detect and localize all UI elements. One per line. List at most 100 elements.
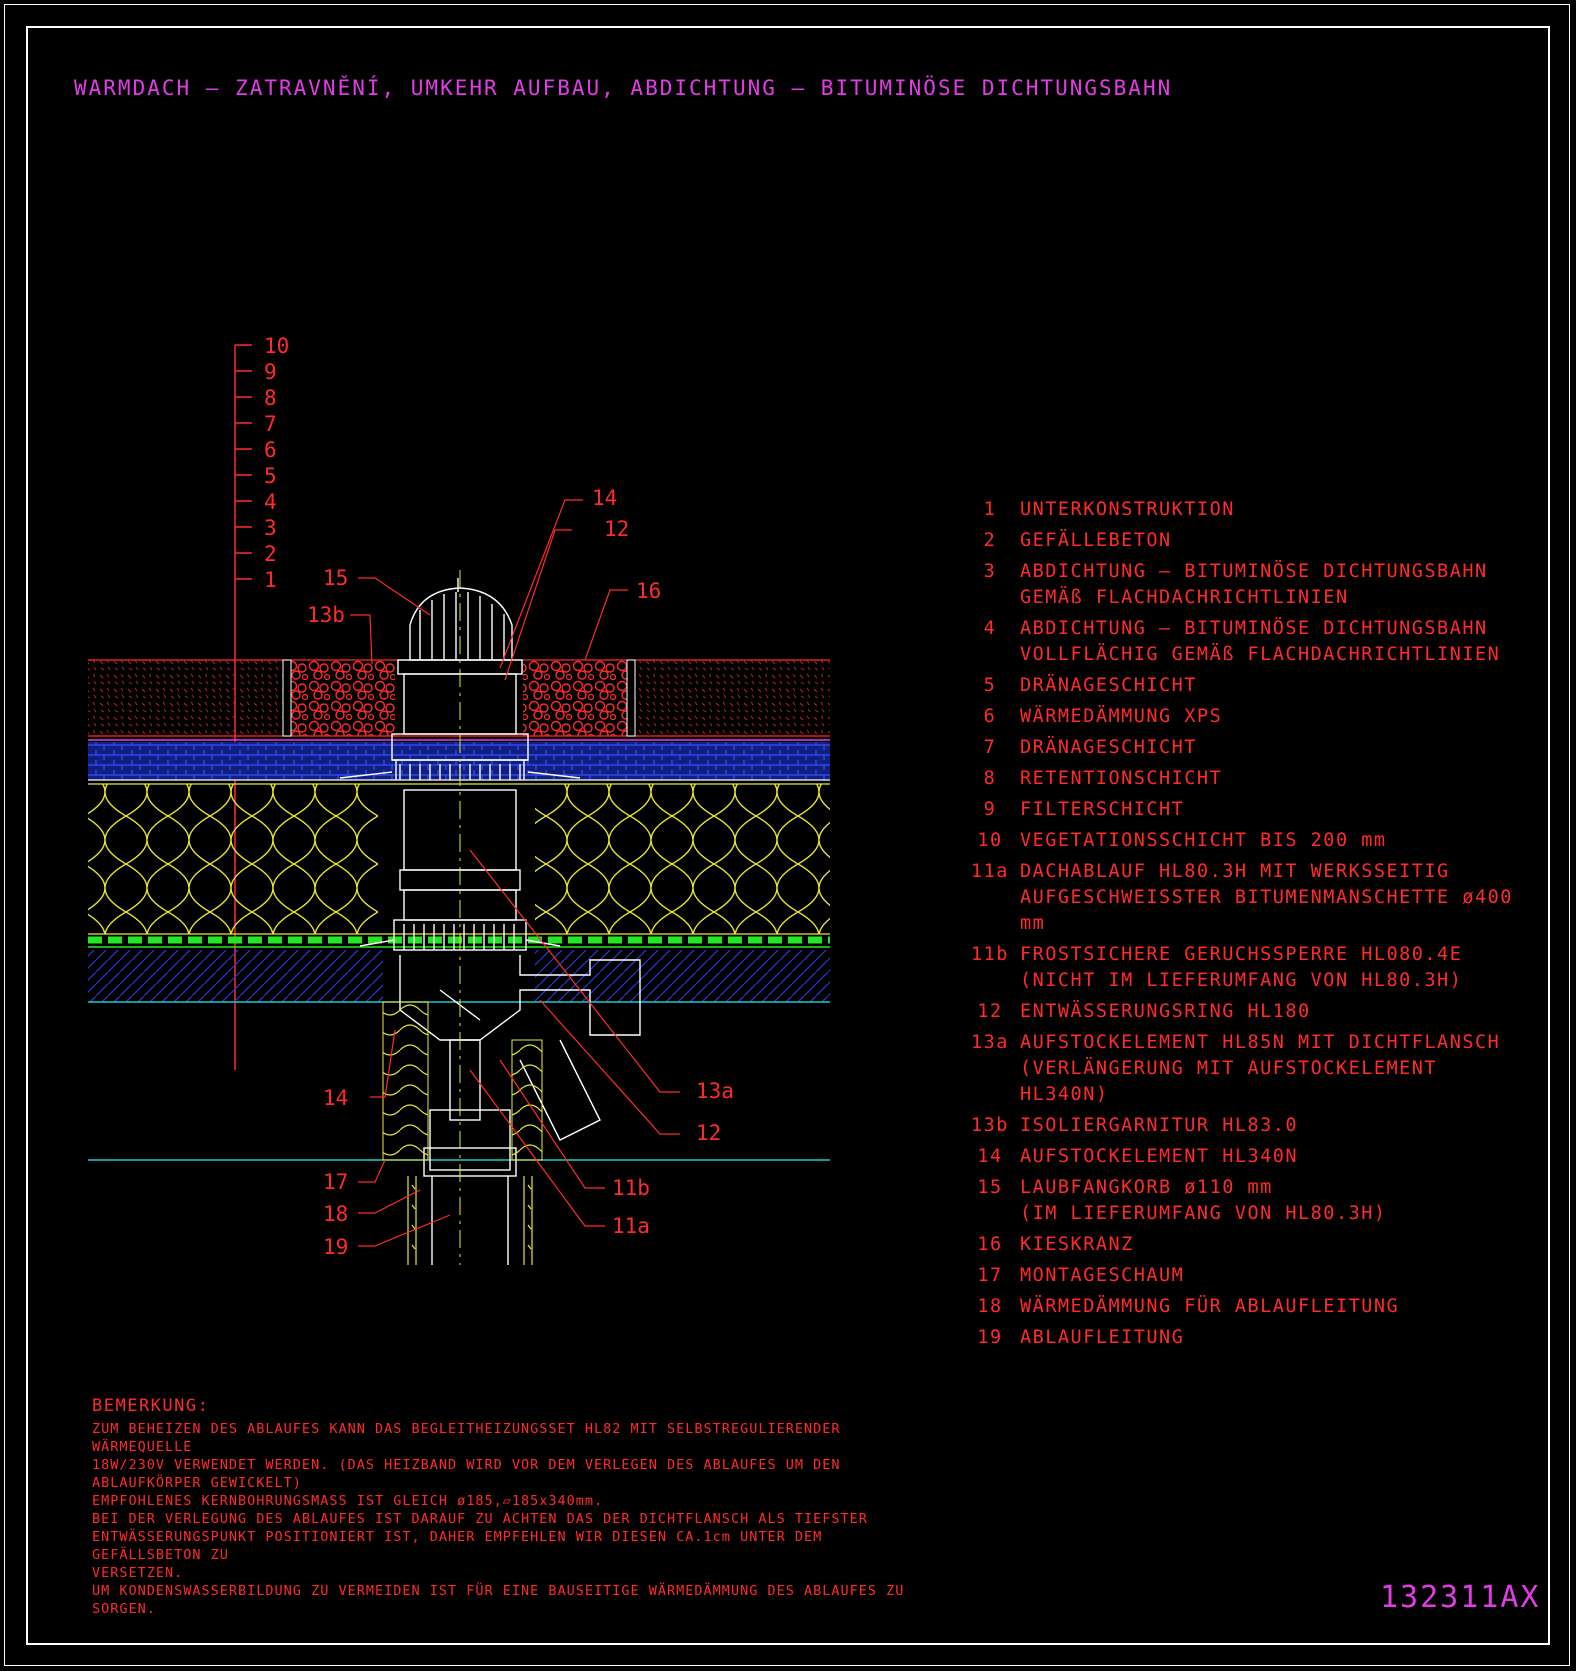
legend-item: 3 ABDICHTUNG – BITUMINÖSE DICHTUNGSBAHN G…	[960, 559, 1520, 611]
legend-number: 17	[977, 1265, 1003, 1286]
callout-13b: 13b	[307, 603, 345, 627]
legend-number: 19	[977, 1327, 1003, 1348]
legend-text: DRÄNAGESCHICHT	[1020, 675, 1197, 696]
legend-number: 1	[983, 499, 997, 520]
legend-text: KIESKRANZ	[1020, 1234, 1134, 1255]
roof-layers	[88, 659, 830, 1161]
legend-text: ABDICHTUNG – BITUMINÖSE DICHTUNGSBAHN VO…	[1020, 618, 1501, 665]
legend-item: 6 WÄRMEDÄMMUNG XPS	[960, 704, 1520, 730]
legend-text: UNTERKONSTRUKTION	[1020, 499, 1235, 520]
callout-12-bottom: 12	[696, 1121, 721, 1145]
drawing-frame-inner	[26, 26, 1550, 1645]
drawing-code: 132311AX	[1380, 1580, 1541, 1615]
legend-number: 9	[983, 799, 997, 820]
legend-text: GEFÄLLEBETON	[1020, 530, 1172, 551]
legend-item: 13b ISOLIERGARNITUR HL83.0	[960, 1113, 1520, 1139]
legend-item: 9 FILTERSCHICHT	[960, 797, 1520, 823]
legend-item: 8 RETENTIONSCHICHT	[960, 766, 1520, 792]
legend-item: 11b FROSTSICHERE GERUCHSSPERRE HL080.4E (…	[960, 942, 1520, 994]
legend-number: 13a	[971, 1032, 1009, 1053]
legend-text: AUFSTOCKELEMENT HL340N	[1020, 1146, 1299, 1167]
drawing-title: WARMDACH – ZATRAVNĚNÍ, UMKEHR AUFBAU, AB…	[74, 76, 1173, 100]
scale-label: 1	[264, 568, 277, 592]
callout-12-top: 12	[604, 517, 629, 541]
legend-item: 17 MONTAGESCHAUM	[960, 1263, 1520, 1289]
legend-text: ABLAUFLEITUNG	[1020, 1327, 1185, 1348]
legend-number: 11a	[971, 861, 1009, 882]
callout-17: 17	[323, 1170, 348, 1194]
scale-label: 5	[264, 464, 277, 488]
legend-item: 2 GEFÄLLEBETON	[960, 528, 1520, 554]
callout-18: 18	[323, 1202, 348, 1226]
legend-number: 14	[977, 1146, 1003, 1167]
legend-number: 5	[983, 675, 997, 696]
legend-number: 13b	[971, 1115, 1009, 1136]
legend-number: 6	[983, 706, 997, 727]
legend-item: 19 ABLAUFLEITUNG	[960, 1325, 1520, 1351]
callout-14-bottom: 14	[323, 1086, 348, 1110]
remark-block: BEMERKUNG: ZUM BEHEIZEN DES ABLAUFES KAN…	[92, 1396, 932, 1618]
scale-label: 8	[264, 386, 277, 410]
scale-label: 10	[264, 334, 289, 358]
callout-14-top: 14	[592, 486, 617, 510]
legend-text: RETENTIONSCHICHT	[1020, 768, 1223, 789]
remark-body: ZUM BEHEIZEN DES ABLAUFES KANN DAS BEGLE…	[92, 1421, 905, 1617]
legend-text: ENTWÄSSERUNGSRING HL180	[1020, 1001, 1311, 1022]
roof-drain	[339, 578, 641, 1265]
scale-label: 6	[264, 438, 277, 462]
scale-label: 2	[264, 542, 277, 566]
legend-number: 18	[977, 1296, 1003, 1317]
legend-item: 10 VEGETATIONSSCHICHT BIS 200 mm	[960, 828, 1520, 854]
legend-number: 15	[977, 1177, 1003, 1198]
callout-19: 19	[323, 1235, 348, 1259]
legend-text: MONTAGESCHAUM	[1020, 1265, 1185, 1286]
legend-item: 15 LAUBFANGKORB ø110 mm (IM LIEFERUMFANG …	[960, 1175, 1520, 1227]
legend-text: WÄRMEDÄMMUNG FÜR ABLAUFLEITUNG	[1020, 1296, 1400, 1317]
legend-text: FILTERSCHICHT	[1020, 799, 1185, 820]
legend-item: 7 DRÄNAGESCHICHT	[960, 735, 1520, 761]
callout-11b: 11b	[612, 1176, 650, 1200]
callout-labels: 14 12 15 16 13b 14 13a 12 11b 11a 17 18 …	[307, 486, 734, 1259]
scale-label: 9	[264, 360, 277, 384]
leader-lines	[350, 499, 680, 1247]
legend-item: 11a DACHABLAUF HL80.3H MIT WERKSSEITIG AU…	[960, 859, 1520, 937]
legend-number: 3	[983, 561, 997, 582]
callout-13a: 13a	[696, 1079, 734, 1103]
scale-label: 4	[264, 490, 277, 514]
legend-item: 13a AUFSTOCKELEMENT HL85N MIT DICHTFLANSC…	[960, 1030, 1520, 1108]
legend-number: 2	[983, 530, 997, 551]
callout-15: 15	[323, 566, 348, 590]
legend-text: AUFSTOCKELEMENT HL85N MIT DICHTFLANSCH (…	[1020, 1032, 1501, 1105]
legend-text: LAUBFANGKORB ø110 mm (IM LIEFERUMFANG VO…	[1020, 1177, 1387, 1224]
legend-text: DRÄNAGESCHICHT	[1020, 737, 1197, 758]
legend-number: 10	[977, 830, 1003, 851]
legend-number: 4	[983, 618, 997, 639]
callout-16: 16	[636, 579, 661, 603]
remark-heading: BEMERKUNG:	[92, 1396, 210, 1416]
drawing-frame-outer	[4, 4, 1570, 1666]
legend-text: DACHABLAUF HL80.3H MIT WERKSSEITIG AUFGE…	[1020, 861, 1513, 934]
callout-11a: 11a	[612, 1214, 650, 1238]
legend-number: 8	[983, 768, 997, 789]
legend-text: FROSTSICHERE GERUCHSSPERRE HL080.4E (NIC…	[1020, 944, 1463, 991]
scale-label: 3	[264, 516, 277, 540]
legend-item: 4 ABDICHTUNG – BITUMINÖSE DICHTUNGSBAHN V…	[960, 616, 1520, 668]
legend-number: 11b	[971, 944, 1009, 965]
legend-text: ISOLIERGARNITUR HL83.0	[1020, 1115, 1299, 1136]
legend-item: 14 AUFSTOCKELEMENT HL340N	[960, 1144, 1520, 1170]
legend-item: 18 WÄRMEDÄMMUNG FÜR ABLAUFLEITUNG	[960, 1294, 1520, 1320]
legend-text: ABDICHTUNG – BITUMINÖSE DICHTUNGSBAHN GE…	[1020, 561, 1488, 608]
legend-number: 12	[977, 1001, 1003, 1022]
legend-number: 16	[977, 1234, 1003, 1255]
scale-label: 7	[264, 412, 277, 436]
legend-number: 7	[983, 737, 997, 758]
pipe-insulation	[382, 1001, 543, 1265]
legend-text: WÄRMEDÄMMUNG XPS	[1020, 706, 1223, 727]
legend-item: 16 KIESKRANZ	[960, 1232, 1520, 1258]
legend-item: 1 UNTERKONSTRUKTION	[960, 497, 1520, 523]
legend-text: VEGETATIONSSCHICHT BIS 200 mm	[1020, 830, 1387, 851]
legend-item: 12 ENTWÄSSERUNGSRING HL180	[960, 999, 1520, 1025]
legend-item: 5 DRÄNAGESCHICHT	[960, 673, 1520, 699]
